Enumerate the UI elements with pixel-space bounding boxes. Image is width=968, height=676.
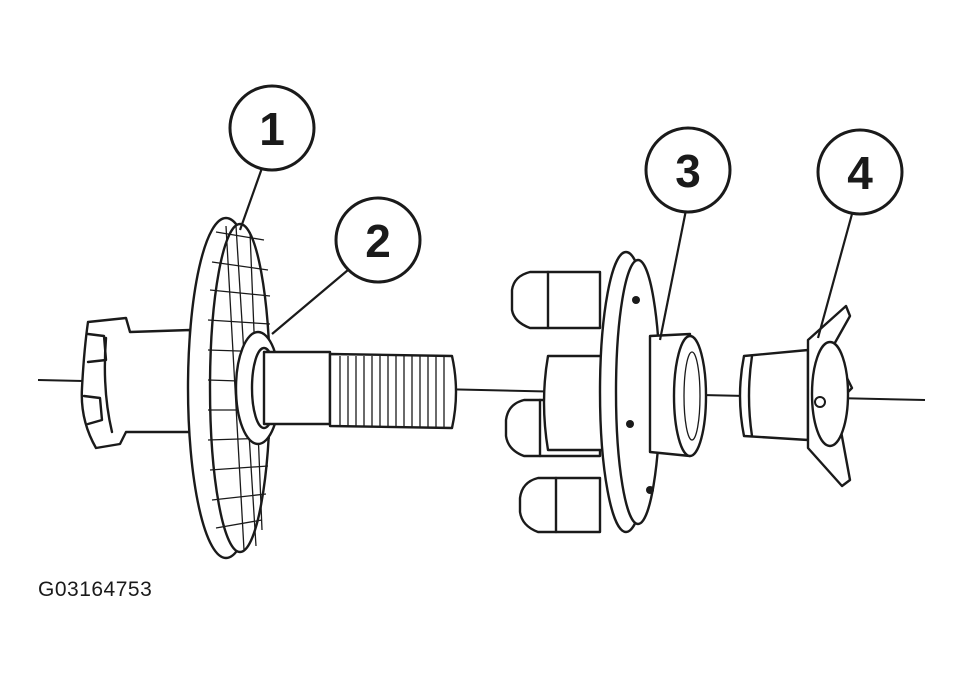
callout-1-label: 1 [259,103,285,155]
callout-3: 3 [644,126,732,214]
callout-4: 4 [816,128,904,216]
callout-leaders [238,167,854,341]
wheel-hub [504,250,708,534]
callout-2-label: 2 [365,215,391,267]
callout-2: 2 [334,196,422,284]
figure-id: G03164753 [38,578,153,601]
callout-4-label: 4 [847,147,873,199]
hub-nut [738,304,854,488]
callout-3-label: 3 [675,145,701,197]
tool-shaft-with-disc [80,216,458,560]
callout-1: 1 [228,84,316,172]
